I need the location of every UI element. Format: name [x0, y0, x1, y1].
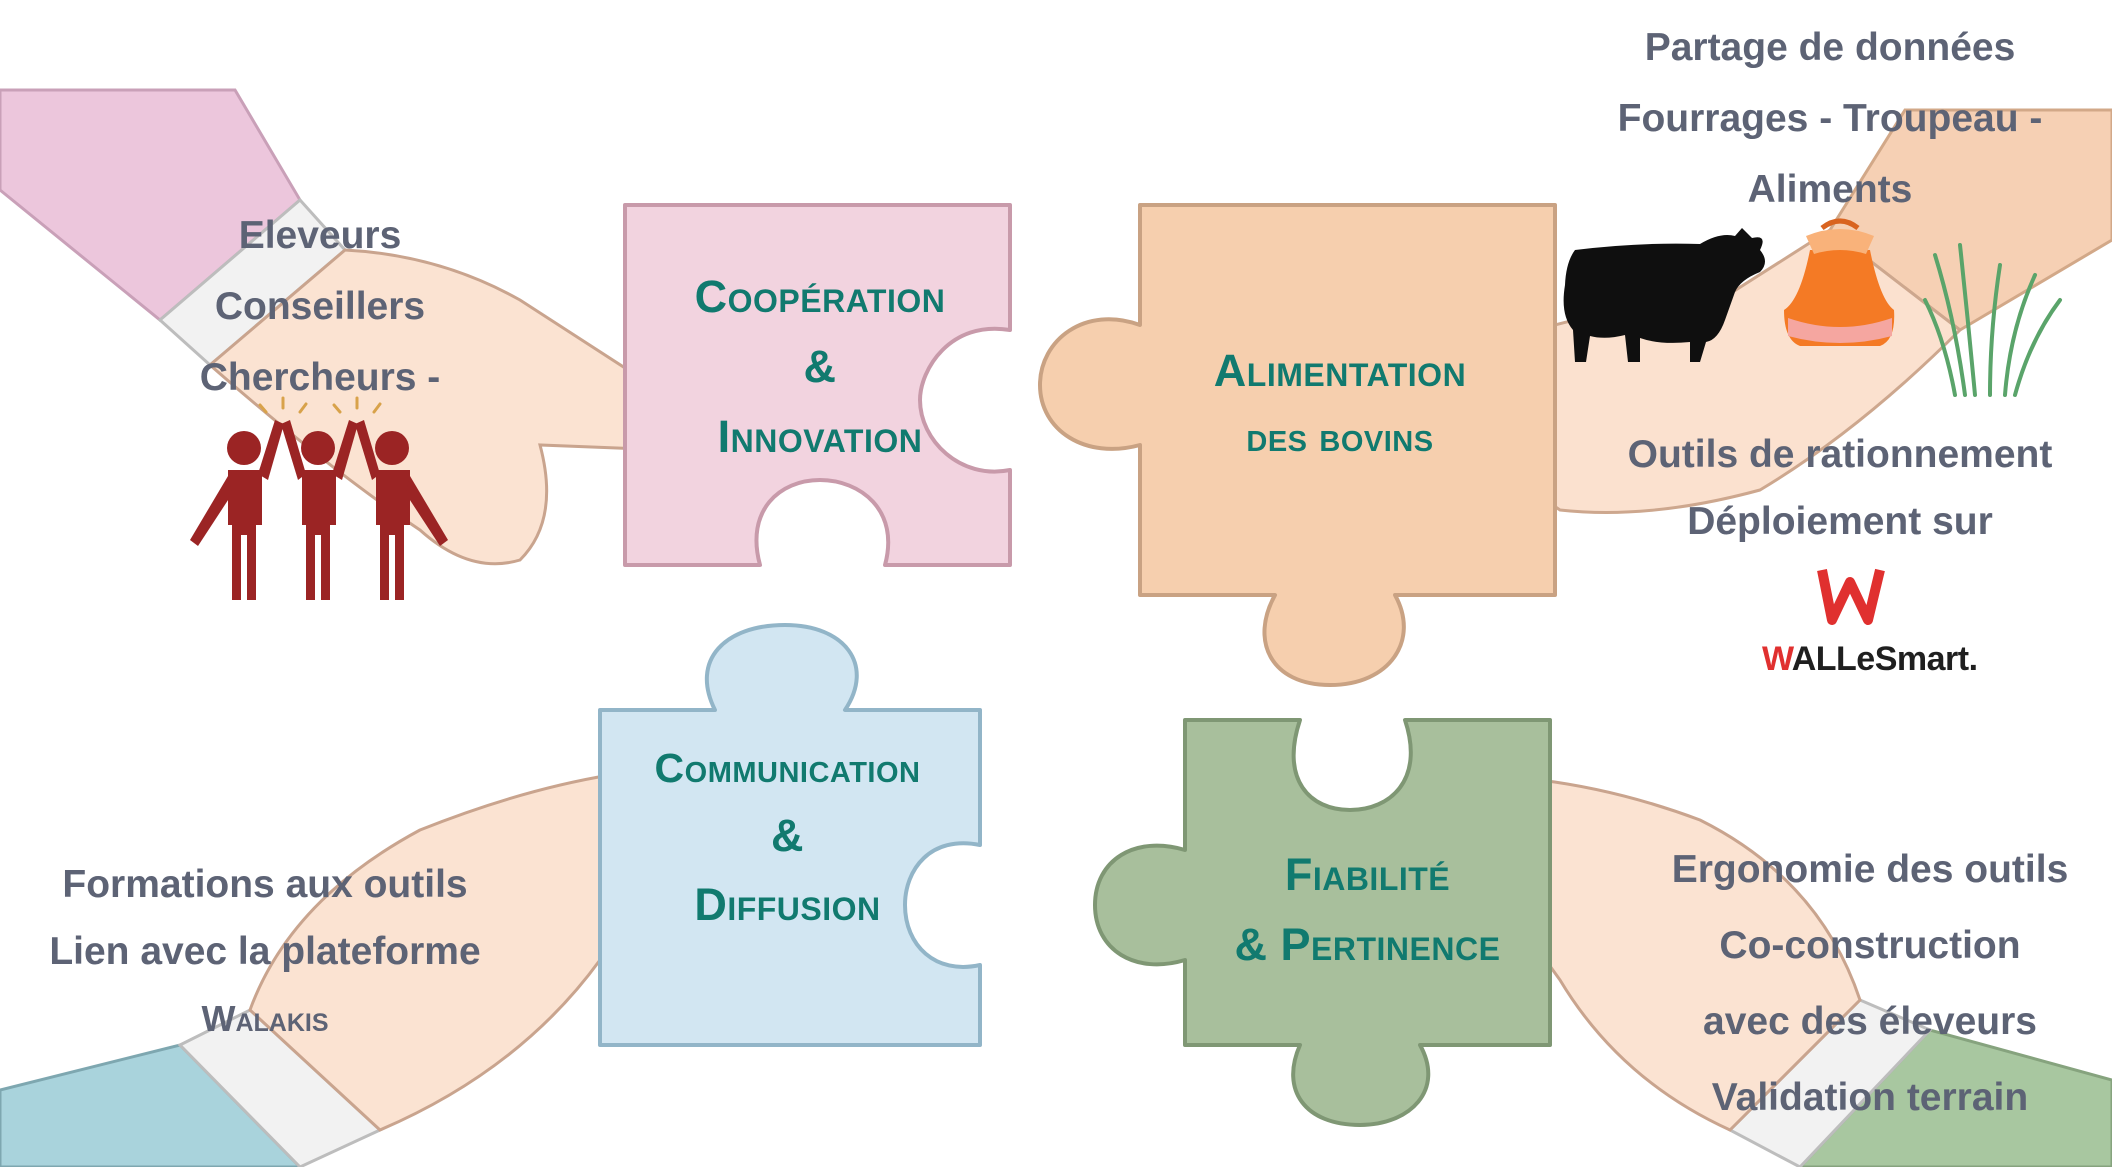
bottom-right-arm: [1478, 778, 2112, 1167]
bottom-left-text: Formations aux outils Lien avec la plate…: [20, 851, 510, 1052]
people-high-five-icon: [190, 396, 448, 600]
bottom-left-arm: [0, 773, 672, 1167]
fiabilite-title: Fiabilité & Pertinence: [1234, 849, 1501, 970]
feed-sack-icon: [1784, 218, 1895, 346]
top-right-text: Partage de données Fourrages - Troupeau …: [1617, 26, 2043, 211]
puzzle-piece-communication: [598, 623, 982, 1047]
wallesmart-logo-mark: [1817, 568, 1885, 625]
cow-icon: [1563, 228, 1765, 362]
communication-title: Communication & Diffusion: [654, 745, 921, 931]
mid-right-text: Outils de rationnement Déploiement sur: [1627, 433, 2053, 543]
bottom-right-text: Ergonomie des outils Co-construction ave…: [1671, 848, 2069, 1119]
cooperation-title: Coopération & Innovation: [694, 271, 946, 462]
wallesmart-logo-wordmark: WALLeSmart.: [1762, 640, 1978, 678]
top-left-arm: [0, 88, 694, 566]
alimentation-title: Alimentation des bovins: [1213, 345, 1467, 460]
platform-name: Walakis: [201, 998, 329, 1039]
top-left-text: Eleveurs Conseillers Chercheurs -: [199, 214, 441, 399]
puzzle-piece-alimentation: [1038, 203, 1557, 687]
puzzle-piece-fiabilite: [1093, 718, 1552, 1127]
grass-icon: [1923, 243, 2062, 397]
puzzle-piece-cooperation: [623, 203, 1012, 567]
